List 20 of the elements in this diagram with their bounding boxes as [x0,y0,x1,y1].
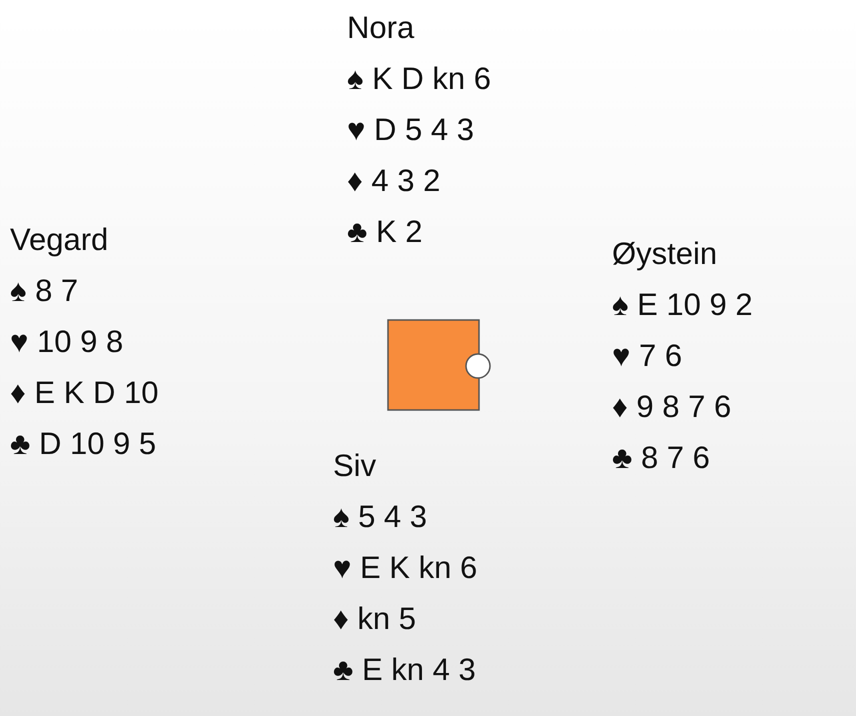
card-holding: ♦ E K D 10 [10,375,158,411]
player-name: Øystein [612,236,718,272]
card-holding: ♣ D 10 9 5 [10,426,156,462]
player-name: Siv [333,448,376,484]
card-holding: ♦ kn 5 [333,601,416,637]
card-holding: ♦ 4 3 2 [347,163,440,199]
card-holding: ♣ 8 7 6 [612,440,710,476]
card-holding: ♠ 5 4 3 [333,499,428,535]
card-holding: ♥ E K kn 6 [333,550,478,586]
card-holding: ♥ D 5 4 3 [347,112,474,148]
card-holding: ♠ K D kn 6 [347,61,491,97]
card-holding: ♥ 7 6 [612,338,682,374]
player-name: Nora [347,10,414,46]
card-holding: ♣ K 2 [347,214,422,250]
card-holding: ♠ 8 7 [10,273,78,309]
card-holding: ♠ E 10 9 2 [612,287,753,323]
card-holding: ♦ 9 8 7 6 [612,389,732,425]
card-holding: ♥ 10 9 8 [10,324,124,360]
card-holding: ♣ E kn 4 3 [333,652,476,688]
player-name: Vegard [10,222,108,258]
